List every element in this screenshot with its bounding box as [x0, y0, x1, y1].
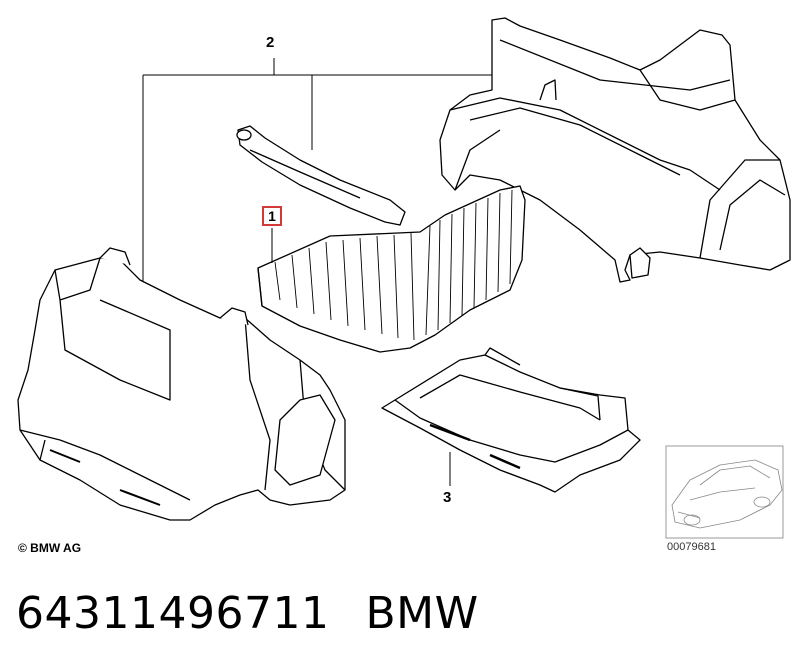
filter-frame [381, 347, 641, 493]
callout-3: 3 [443, 489, 452, 506]
brand-name: BMW [365, 588, 479, 639]
part-number: 64311496711 [16, 588, 330, 639]
thumbnail-reference-number: 00079681 [667, 541, 716, 553]
reference-thumbnail [665, 445, 784, 539]
right-housing-upper [439, 17, 791, 283]
callout-2: 2 [266, 34, 275, 51]
caption: 64311496711 BMW [16, 588, 479, 639]
cabin-filter [257, 185, 526, 353]
callout-1-highlighted[interactable]: 1 [262, 206, 282, 226]
copyright-notice: © BMW AG [18, 541, 82, 555]
left-housing [17, 247, 346, 521]
connector-rod [236, 125, 406, 226]
